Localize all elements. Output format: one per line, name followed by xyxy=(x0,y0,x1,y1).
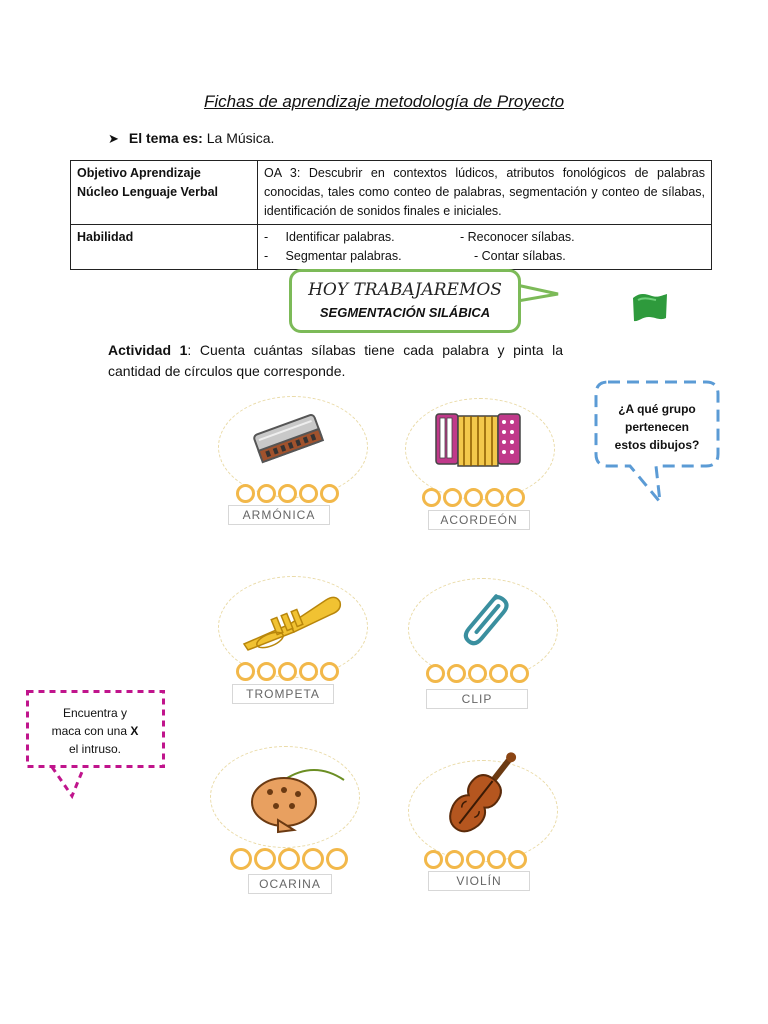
nucleus-label: Núcleo Lenguaje Verbal xyxy=(77,185,219,199)
word-label: TROMPETA xyxy=(232,684,334,704)
syllable-circle[interactable] xyxy=(445,850,464,869)
accordion-icon xyxy=(435,413,521,467)
word-label: OCARINA xyxy=(248,874,332,894)
question-line: ¿A qué grupo xyxy=(618,402,696,416)
intruder-line: maca con una X xyxy=(26,722,164,740)
theme-label: El tema es: xyxy=(128,130,203,146)
word-label: ACORDEÓN xyxy=(428,510,530,530)
syllable-circle[interactable] xyxy=(236,484,255,503)
skill-item: - Segmentar palabras. xyxy=(264,249,402,263)
syllable-circle[interactable] xyxy=(278,484,297,503)
syllable-circle[interactable] xyxy=(302,848,324,870)
word-label: ARMÓNICA xyxy=(228,505,330,525)
table-row: Habilidad - Identificar palabras. - Reco… xyxy=(70,224,712,270)
syllable-circle[interactable] xyxy=(489,664,508,683)
syllable-circle[interactable] xyxy=(278,848,300,870)
syllable-circle[interactable] xyxy=(508,850,527,869)
paperclip-icon xyxy=(463,594,509,646)
syllable-circle[interactable] xyxy=(487,850,506,869)
objective-label-cell: Objetivo Aprendizaje Núcleo Lenguaje Ver… xyxy=(70,160,258,225)
intruder-mark: X xyxy=(130,724,139,738)
intruder-line: el intruso. xyxy=(68,742,122,756)
syllable-circle[interactable] xyxy=(468,664,487,683)
question-line: pertenecen xyxy=(624,420,690,434)
syllable-circle[interactable] xyxy=(299,484,318,503)
skill-label: Habilidad xyxy=(70,224,258,270)
syllable-circles xyxy=(236,484,339,503)
ocarina-icon xyxy=(251,769,345,834)
theme-value: La Música. xyxy=(206,130,275,146)
intruder-bubble: Encuentra y maca con una X el intruso. xyxy=(26,690,165,800)
syllable-circle[interactable] xyxy=(236,662,255,681)
syllable-circles xyxy=(424,850,527,869)
activity-label: Actividad 1 xyxy=(108,342,188,358)
syllable-circle[interactable] xyxy=(485,488,504,507)
syllable-circle[interactable] xyxy=(466,850,485,869)
syllable-circle[interactable] xyxy=(320,484,339,503)
syllable-circles xyxy=(236,662,339,681)
question-line: estos dibujos? xyxy=(614,438,700,452)
question-bubble-outline xyxy=(594,380,720,505)
card-oval xyxy=(210,746,360,848)
theme-line: ➤ El tema es: La Música. xyxy=(108,130,274,147)
question-text: ¿A qué grupo pertenecen estos dibujos? xyxy=(594,400,720,454)
syllable-circles xyxy=(426,664,529,683)
skill-item: - Contar sílabas. xyxy=(474,249,566,263)
objective-label: Objetivo Aprendizaje xyxy=(77,166,201,180)
syllable-circle[interactable] xyxy=(320,662,339,681)
banner-bubble: HOY TRABAJAREMOS SEGMENTACIÓN SILÁBICA xyxy=(289,269,521,333)
syllable-circle[interactable] xyxy=(506,488,525,507)
syllable-circles xyxy=(230,848,348,870)
syllable-circle[interactable] xyxy=(326,848,348,870)
intruder-line-part: maca con una xyxy=(51,724,131,738)
objective-table: Objetivo Aprendizaje Núcleo Lenguaje Ver… xyxy=(70,160,712,270)
syllable-circle[interactable] xyxy=(278,662,297,681)
document-title: Fichas de aprendizaje metodología de Pro… xyxy=(203,92,565,111)
syllable-circle[interactable] xyxy=(443,488,462,507)
syllable-circle[interactable] xyxy=(257,484,276,503)
word-label: VIOLÍN xyxy=(428,871,530,891)
intruder-line: Encuentra y xyxy=(62,706,128,720)
activity-text: : Cuenta cuántas sílabas tiene cada pala… xyxy=(108,342,563,379)
banner-subtitle: SEGMENTACIÓN SILÁBICA xyxy=(319,305,491,320)
intruder-bubble-outline xyxy=(26,690,165,800)
trumpet-icon xyxy=(242,596,342,651)
syllable-circle[interactable] xyxy=(422,488,441,507)
syllable-circles xyxy=(422,488,525,507)
objective-text: OA 3: Descubrir en contextos lúdicos, at… xyxy=(257,160,712,225)
syllable-circle[interactable] xyxy=(257,662,276,681)
syllable-circle[interactable] xyxy=(424,850,443,869)
question-bubble: ¿A qué grupo pertenecen estos dibujos? xyxy=(594,380,720,505)
syllable-circle[interactable] xyxy=(426,664,445,683)
word-label: CLIP xyxy=(426,689,528,709)
skill-item: - Identificar palabras. xyxy=(264,230,395,244)
arrow-bullet-icon: ➤ xyxy=(108,131,119,146)
green-flag-icon xyxy=(633,294,667,322)
violin-icon xyxy=(449,752,517,833)
intruder-text: Encuentra y maca con una X el intruso. xyxy=(26,704,164,758)
banner-title: HOY TRABAJAREMOS xyxy=(308,280,502,300)
syllable-circle[interactable] xyxy=(447,664,466,683)
syllable-circle[interactable] xyxy=(254,848,276,870)
activity-instruction: Actividad 1: Cuenta cuántas sílabas tien… xyxy=(108,340,563,382)
harmonica-icon xyxy=(253,414,325,464)
syllable-circle[interactable] xyxy=(510,664,529,683)
table-row: Objetivo Aprendizaje Núcleo Lenguaje Ver… xyxy=(70,160,712,225)
syllable-circle[interactable] xyxy=(230,848,252,870)
skills-cell: - Identificar palabras. - Reconocer síla… xyxy=(257,224,712,270)
skill-item: - Reconocer sílabas. xyxy=(460,230,575,244)
syllable-circle[interactable] xyxy=(464,488,483,507)
syllable-circle[interactable] xyxy=(299,662,318,681)
